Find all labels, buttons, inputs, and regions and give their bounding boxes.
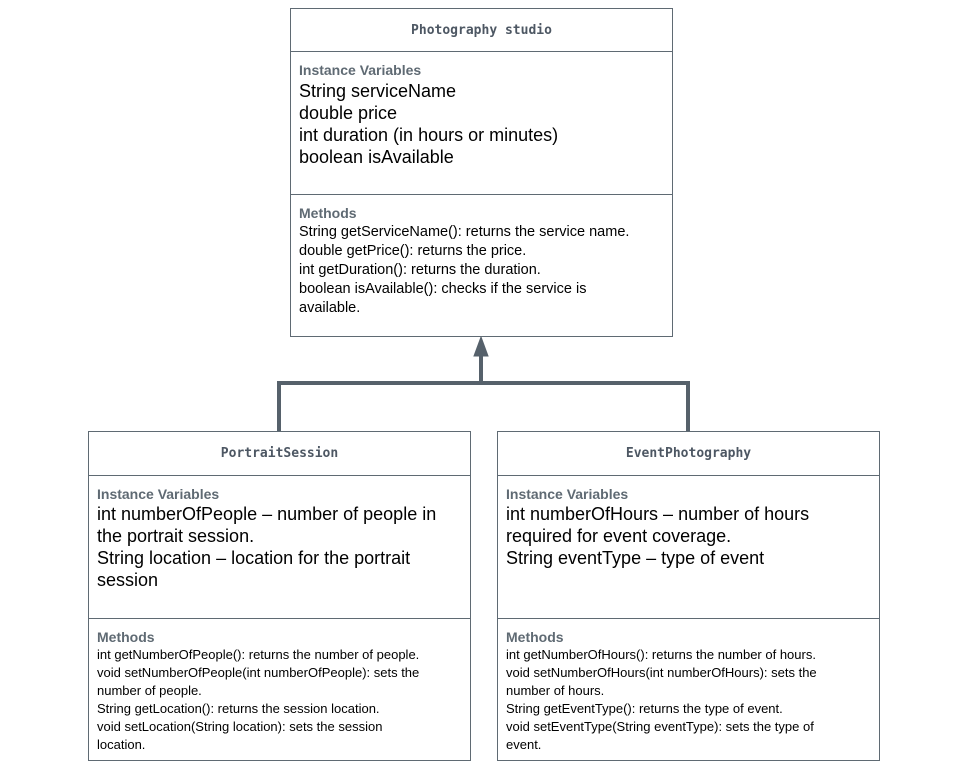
method-line: location.	[97, 737, 146, 752]
variable-line: the portrait session.	[97, 526, 255, 546]
section-heading: Methods	[299, 205, 357, 221]
method-line: number of hours.	[506, 683, 605, 698]
method-line: available.	[299, 300, 361, 316]
method-line: int getNumberOfPeople(): returns the num…	[97, 647, 420, 662]
variable-line: int numberOfHours – number of hours	[506, 504, 810, 524]
method-line: boolean isAvailable(): checks if the ser…	[299, 281, 587, 297]
section-heading: Instance Variables	[299, 62, 422, 78]
method-line: event.	[506, 737, 542, 752]
method-line: void setEventType(String eventType): set…	[506, 719, 814, 734]
instance-variables-section: Instance Variables int numberOfPeople – …	[89, 476, 470, 619]
variable-line: double price	[299, 103, 398, 123]
section-heading: Methods	[97, 629, 155, 645]
method-line: String getEventType(): returns the type …	[506, 701, 783, 716]
class-photography-studio: Photography studio Instance Variables St…	[290, 8, 673, 337]
method-line: void setNumberOfHours(int numberOfHours)…	[506, 665, 817, 680]
instance-variables-section: Instance Variables int numberOfHours – n…	[498, 476, 879, 619]
class-event-photography: EventPhotography Instance Variables int …	[497, 431, 880, 761]
method-line: int getNumberOfHours(): returns the numb…	[506, 647, 816, 662]
method-line: number of people.	[97, 683, 202, 698]
variable-line: int numberOfPeople – number of people in	[97, 504, 437, 524]
variable-line: session	[97, 570, 159, 590]
variable-line: String eventType – type of event	[506, 548, 765, 568]
instance-variables-section: Instance Variables String serviceName do…	[291, 52, 672, 195]
methods-section: Methods int getNumberOfPeople(): returns…	[89, 619, 470, 754]
variable-line: String location – location for the portr…	[97, 548, 411, 568]
class-title: PortraitSession	[89, 432, 470, 476]
method-line: void setNumberOfPeople(int numberOfPeopl…	[97, 665, 420, 680]
variable-line: boolean isAvailable	[299, 147, 454, 167]
class-title: EventPhotography	[498, 432, 879, 476]
method-line: double getPrice(): returns the price.	[299, 243, 527, 259]
method-line: String getServiceName(): returns the ser…	[299, 224, 630, 240]
variable-line: int duration (in hours or minutes)	[299, 125, 559, 145]
methods-section: Methods int getNumberOfHours(): returns …	[498, 619, 879, 754]
section-heading: Instance Variables	[506, 486, 629, 502]
class-portrait-session: PortraitSession Instance Variables int n…	[88, 431, 471, 761]
inheritance-arrowhead-icon	[473, 335, 489, 357]
method-line: int getDuration(): returns the duration.	[299, 262, 541, 278]
method-line: void setLocation(String location): sets …	[97, 719, 383, 734]
methods-section: Methods String getServiceName(): returns…	[291, 195, 672, 318]
variable-line: String serviceName	[299, 81, 457, 101]
method-line: String getLocation(): returns the sessio…	[97, 701, 380, 716]
class-title: Photography studio	[291, 9, 672, 52]
section-heading: Instance Variables	[97, 486, 220, 502]
variable-line: required for event coverage.	[506, 526, 732, 546]
section-heading: Methods	[506, 629, 564, 645]
inheritance-line	[277, 381, 690, 431]
